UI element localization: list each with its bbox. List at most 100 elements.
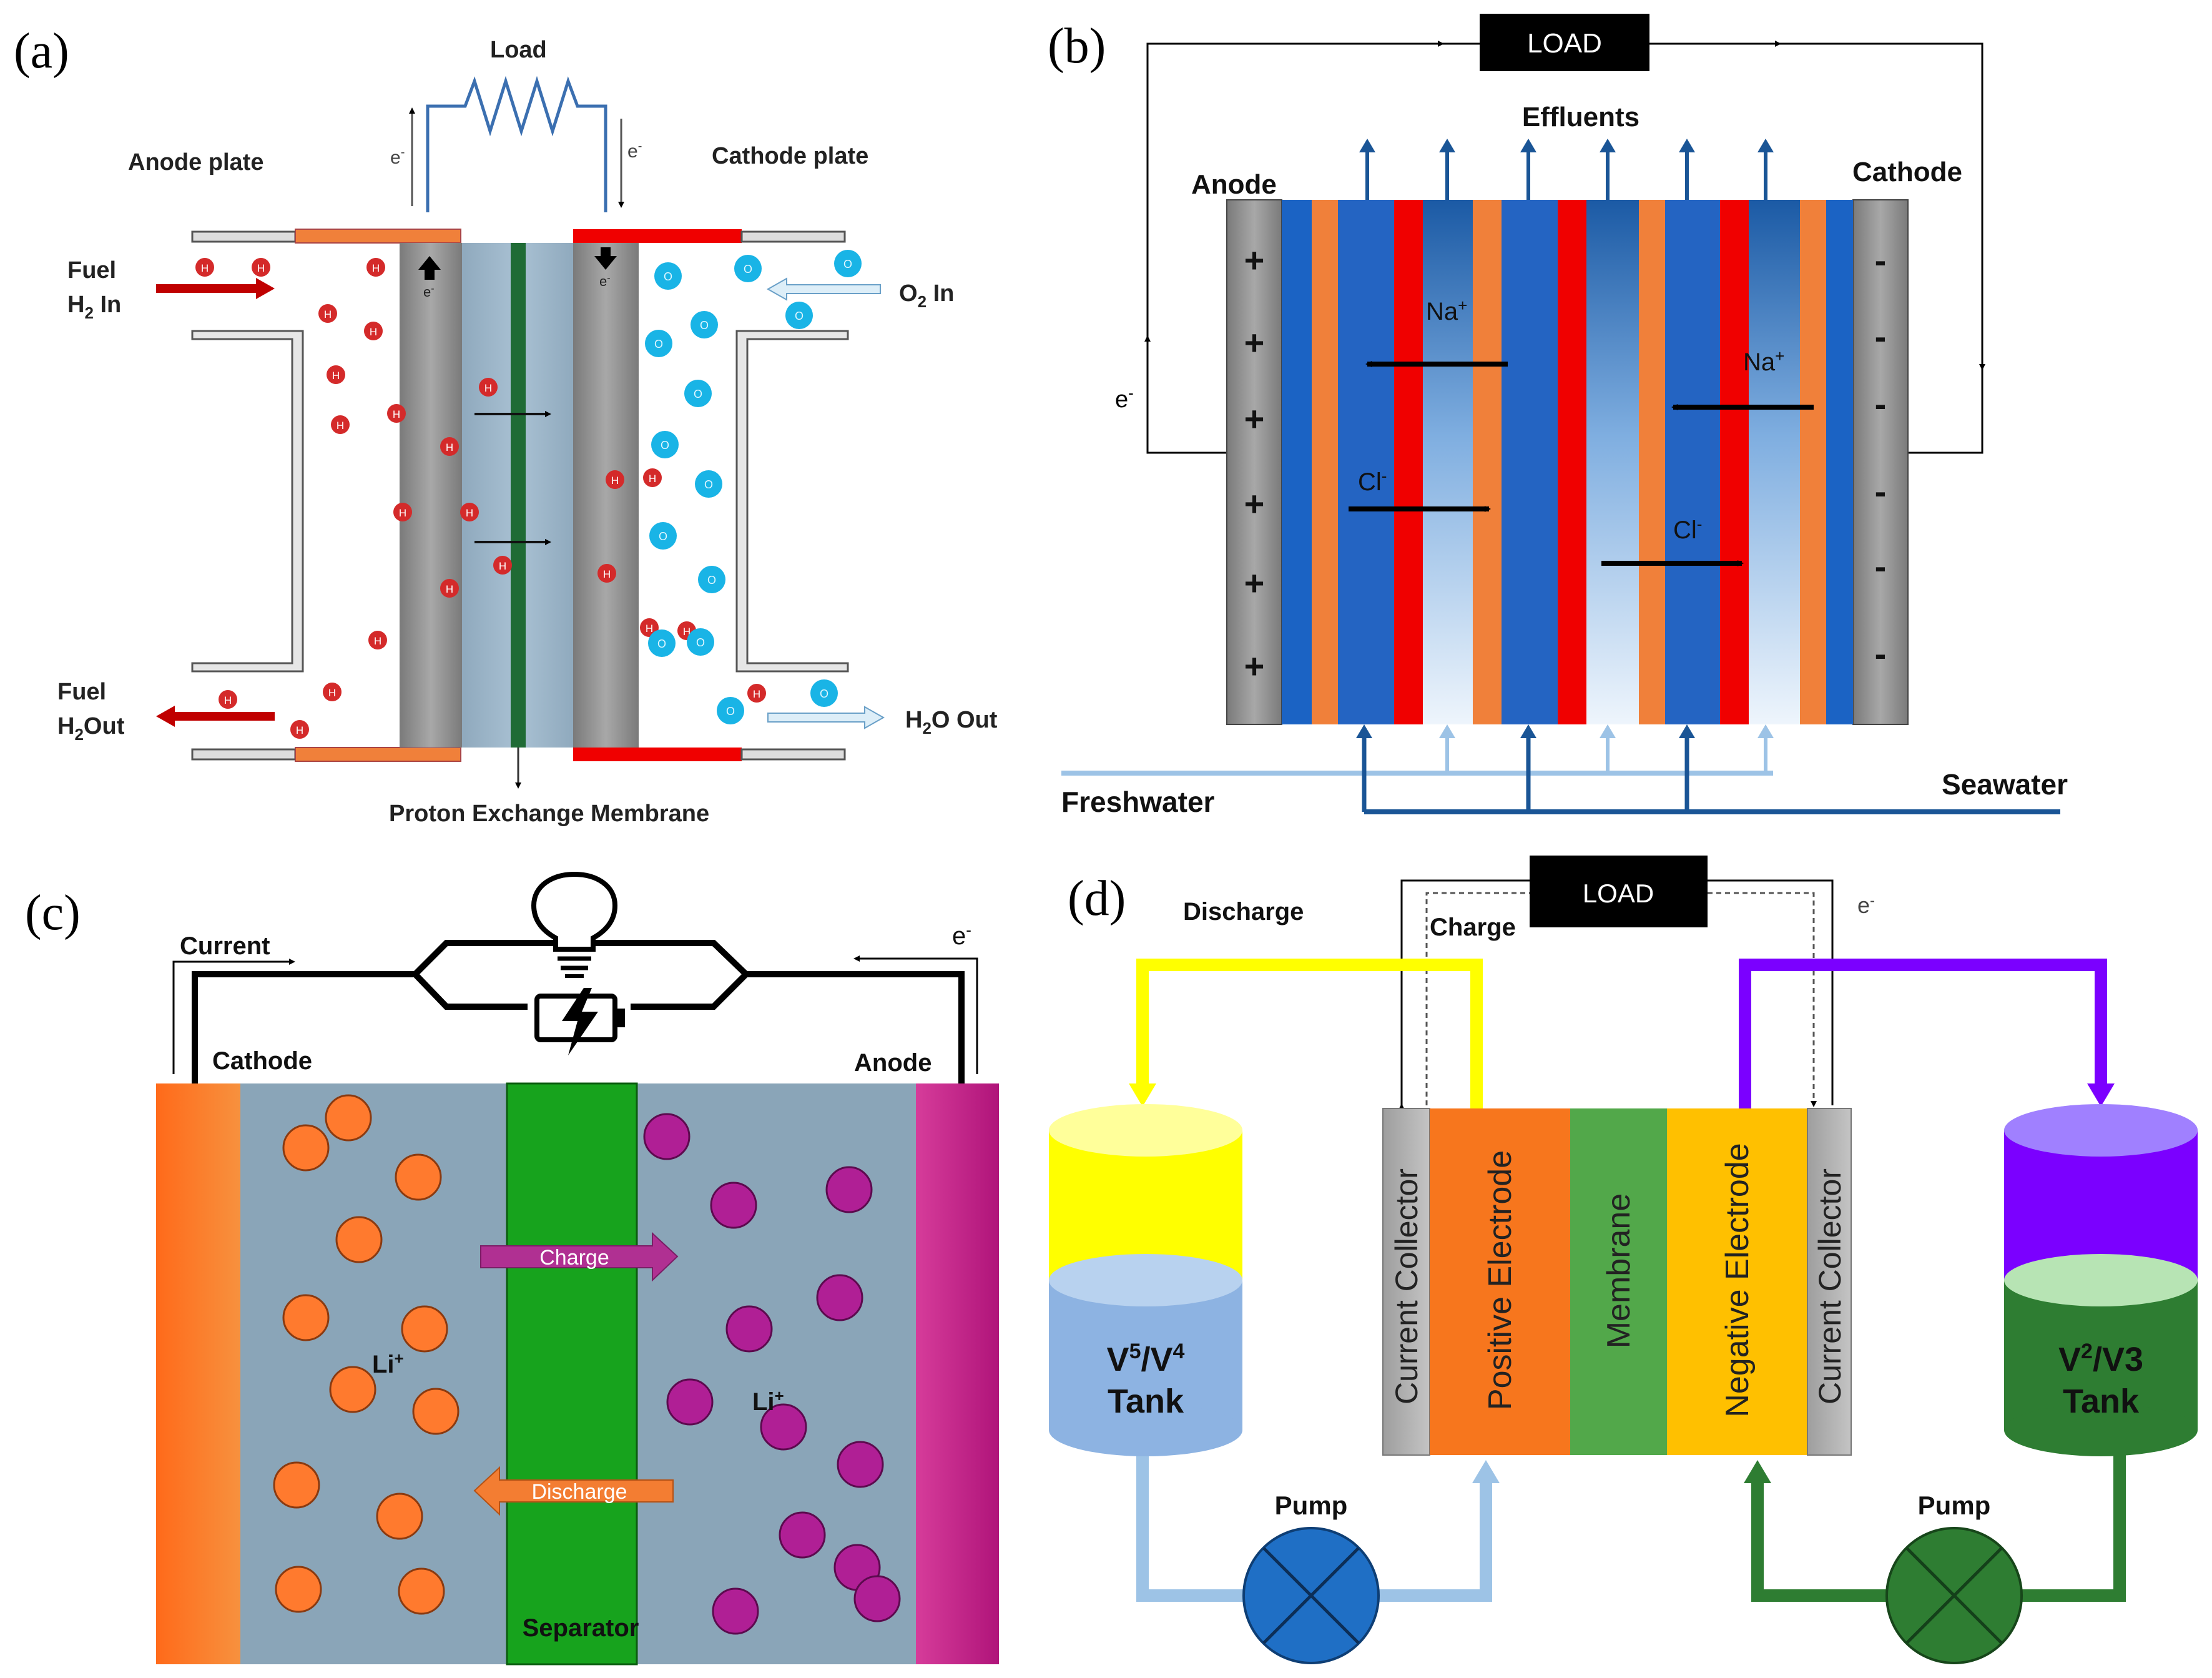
lithium-ion-cathode (282, 1294, 330, 1341)
positive-electrode-label: Positive Electrode (1482, 1150, 1518, 1410)
hydrogen-atom-label: H (224, 694, 232, 706)
electrode-arrow-down (594, 247, 617, 270)
panel-a: (a) Load e- e- Anode plate Cathode plate… (14, 24, 998, 827)
lithium-ion-anode (825, 1166, 873, 1213)
panel-d-tag: (d) (1068, 871, 1126, 926)
hydrogen-atom-label: H (446, 442, 453, 453)
housing-bottom-right (740, 748, 846, 761)
stack-layer (1502, 200, 1558, 724)
current-arrow (172, 959, 295, 1074)
hydrogen-atom: H (195, 258, 214, 277)
cathode-current-collector (156, 1083, 240, 1664)
hydrogen-atom: H (327, 365, 345, 384)
hydrogen-atom: H (364, 322, 383, 340)
housing-left (191, 330, 304, 673)
load-box (1480, 14, 1649, 71)
blue-line (1136, 1455, 1249, 1602)
na-label-1: Na+ (1426, 296, 1467, 325)
plus-sign: + (1244, 646, 1265, 686)
stack-layer (1423, 200, 1473, 724)
load-box (1530, 856, 1708, 927)
load-wire (426, 76, 607, 212)
housing-right (735, 330, 849, 673)
charge-arrow (480, 1231, 679, 1282)
oxygen-atom-label: O (726, 705, 735, 718)
fuel-in-label: Fuel (67, 257, 116, 284)
lithium-ion-cathode (275, 1566, 322, 1613)
hydrogen-atom: H (387, 404, 406, 423)
electron-label-left: e- (390, 146, 405, 168)
plus-sign: + (1244, 240, 1265, 280)
cathode-plate-label: Cathode plate (712, 143, 868, 169)
cl-label-1: Cl- (1358, 466, 1387, 496)
anode-label: Anode (854, 1049, 931, 1077)
fuel-out-arrow (156, 706, 275, 727)
discharge-label: Discharge (1183, 898, 1304, 925)
electron-label: e- (1857, 892, 1875, 918)
hydrogen-atom: H (747, 684, 766, 703)
electron-label-right: e- (627, 139, 642, 162)
hydrogen-atom-label: H (683, 626, 691, 638)
oxygen-atom-label: O (661, 439, 669, 452)
li-label-right: Li+ (752, 1386, 784, 1416)
external-circuit (1146, 42, 1480, 454)
load-label: LOAD (1583, 879, 1654, 908)
hydrogen-atom-label: H (499, 560, 506, 572)
load-label: Load (490, 37, 547, 63)
hydrogen-atom-label: H (649, 473, 656, 485)
external-circuit-right (1648, 42, 1983, 454)
stack-layer (1826, 200, 1853, 724)
o2-in-label: O2 In (899, 280, 954, 311)
stack-layer (1749, 200, 1800, 724)
electron-label: e- (1115, 383, 1134, 413)
minus-sign: - (1875, 317, 1887, 356)
current-collector-right-label: Current Collector (1812, 1168, 1847, 1404)
hydrogen-atom-label: H (201, 262, 209, 274)
pump-right-label: Pump (1918, 1491, 1991, 1520)
charge-wire-right (1708, 892, 1817, 1107)
hydrogen-atom: H (366, 258, 385, 277)
hydrogen-atom-label: H (393, 408, 400, 420)
hydrogen-atom-label: H (399, 507, 406, 519)
oxygen-atom-label: O (700, 319, 709, 332)
anode-label: Anode (1191, 169, 1277, 200)
electron-label: e- (952, 920, 971, 950)
charge-wire (1425, 892, 1530, 1105)
oxygen-atom-label: O (744, 263, 752, 275)
lithium-ion-anode (666, 1378, 714, 1426)
flow-arrow (1439, 139, 1455, 200)
purple-arrowhead (2087, 1083, 2115, 1107)
minus-sign: - (1875, 384, 1887, 423)
minus-sign: - (1875, 240, 1887, 280)
charge-label: Charge (539, 1246, 609, 1270)
panel-a-tag: (a) (14, 24, 69, 79)
hydrogen-atom: H (643, 468, 662, 487)
yellow-arrowhead (1129, 1083, 1156, 1107)
oxygen-atom: O (691, 311, 718, 338)
pump-left-icon (1242, 1527, 1380, 1664)
oxygen-atom: O (695, 470, 722, 498)
current-collector-left (1382, 1108, 1430, 1456)
o2-in-arrow (766, 277, 881, 301)
lithium-ion-cathode (282, 1124, 330, 1172)
proton-exchange-membrane (511, 243, 526, 748)
panel-c-tag: (c) (25, 886, 81, 940)
left-tank-word: Tank (1108, 1383, 1184, 1420)
oxygen-atom: O (648, 629, 676, 657)
oxygen-atom: O (684, 380, 712, 407)
discharge-wire (1398, 879, 1530, 1110)
stack-layer (1720, 200, 1749, 724)
lithium-ion-cathode (273, 1461, 320, 1509)
electrode-signs: ++++++------ (1244, 240, 1887, 686)
stack-layer (1639, 200, 1665, 724)
lithium-ion-cathode (401, 1305, 448, 1353)
water-out-arrow (767, 706, 885, 729)
hydrogen-atom-label: H (296, 724, 303, 736)
hydrogen-atom: H (318, 304, 337, 323)
membrane-stack (1282, 200, 1853, 724)
lithium-ion-cathode (395, 1153, 442, 1201)
anode-current-collector (916, 1083, 999, 1664)
blue-arrowhead (1472, 1460, 1500, 1483)
negative-electrode (1667, 1108, 1807, 1455)
